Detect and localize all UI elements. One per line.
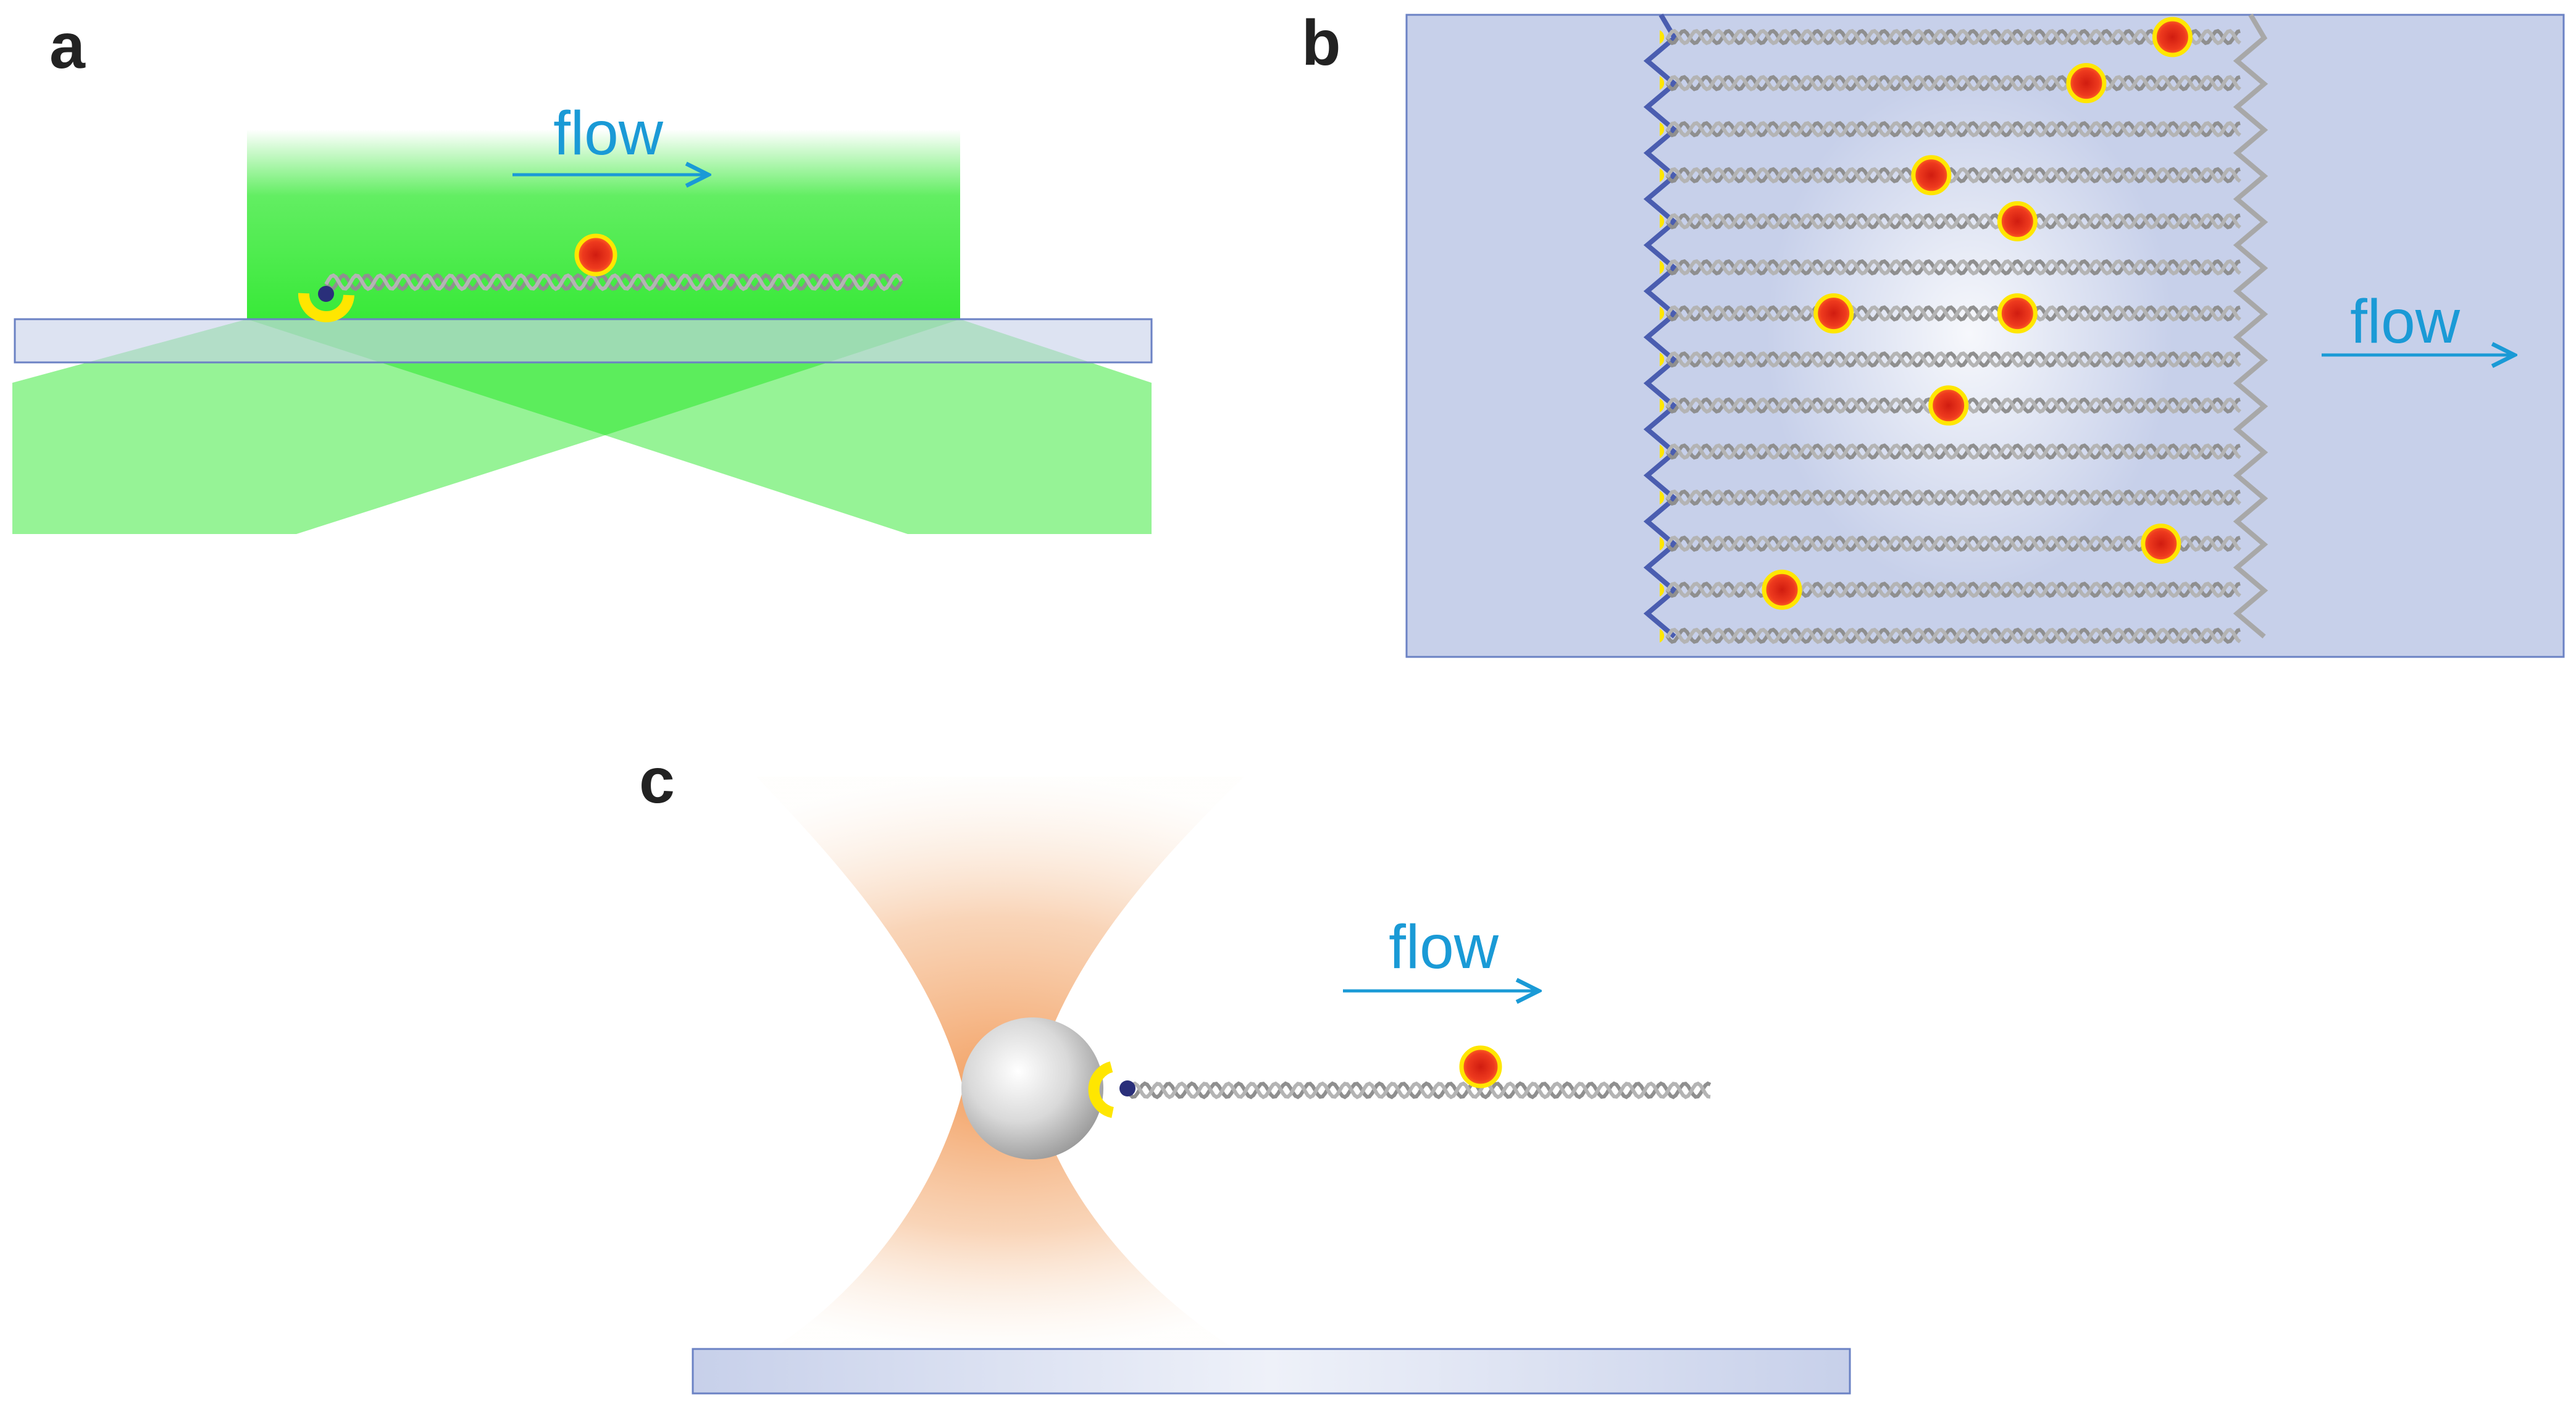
panel-c-letter: c <box>639 745 675 817</box>
curtain-dna-backbone-2 <box>1665 443 2241 460</box>
dna-c-backbone-1 <box>1126 1081 1712 1100</box>
diffusion-barrier-left <box>1643 13 1679 639</box>
slide-surface-c <box>692 1348 1851 1395</box>
flow-label-a: flow <box>553 99 664 168</box>
curtain-anchor <box>1660 122 1665 136</box>
anchor-yellow-a <box>298 293 354 323</box>
panel-a-letter: a <box>49 10 86 82</box>
curtain-dna-backbone-2 <box>1665 28 2241 46</box>
surface-glow-b <box>1766 74 2173 593</box>
curtain-protein <box>2066 63 2107 104</box>
trapped-bead <box>961 1017 1103 1159</box>
curtain-anchor <box>1660 491 1665 504</box>
dna-strand-c <box>1126 1081 1712 1100</box>
curtain-strand <box>1660 201 2241 241</box>
protein-c <box>1459 1045 1502 1088</box>
curtain-dna-backbone-2 <box>1665 351 2241 368</box>
curtain-anchor <box>1660 30 1665 44</box>
optical-trap-upper <box>756 777 1244 1088</box>
curtain-protein <box>1997 293 2038 334</box>
curtain-protein <box>1997 201 2038 241</box>
curtain-strand <box>1660 351 2241 368</box>
curtain-strand <box>1660 259 2241 276</box>
anchor-yellow-c <box>1088 1061 1114 1118</box>
curtain-strand <box>1660 524 2241 564</box>
curtain-anchor <box>1660 76 1665 90</box>
curtain-anchor <box>1660 536 1665 551</box>
flow-label-b: flow <box>2350 287 2461 356</box>
curtain-strand <box>1660 293 2241 334</box>
curtain-dna-backbone-2 <box>1665 75 2241 91</box>
curtain-anchor <box>1660 168 1665 182</box>
curtain-dna-backbone-2 <box>1665 627 2241 645</box>
pentagon-barrier-right <box>2233 13 2269 639</box>
optical-trap-lower <box>772 1088 1235 1349</box>
dna-a-backbone-1 <box>324 273 903 291</box>
curtain-protein <box>2141 524 2181 564</box>
curtain-strand <box>1660 489 2241 506</box>
curtain-protein <box>1928 385 1969 426</box>
panel-b: b flow <box>1302 7 2565 658</box>
curtain-protein <box>1762 569 1802 610</box>
dna-curtain <box>1660 17 2241 645</box>
curtain-strand <box>1660 385 2241 426</box>
curtain-anchor <box>1660 353 1665 367</box>
curtain-anchor <box>1660 214 1665 228</box>
curtain-strand <box>1660 17 2241 57</box>
curtain-strand <box>1660 121 2241 138</box>
curtain-dna-backbone-2 <box>1665 305 2241 322</box>
curtain-strand <box>1660 155 2241 196</box>
curtain-anchor <box>1660 398 1665 412</box>
curtain-strand <box>1660 569 2241 610</box>
curtain-dna-backbone-2 <box>1665 582 2241 598</box>
curtain-protein <box>1911 155 1952 196</box>
curtain-dna-backbone-2 <box>1665 489 2241 506</box>
anchor-dot-c <box>1119 1080 1135 1096</box>
laser-beam-top <box>247 130 960 319</box>
flow-label-c: flow <box>1389 912 1499 982</box>
curtain-dna-backbone-2 <box>1665 213 2241 230</box>
curtain-protein <box>1813 293 1854 334</box>
anchor-dot-a <box>318 286 334 302</box>
slide-surface-a <box>14 318 1153 364</box>
dna-c-backbone-2 <box>1126 1081 1711 1100</box>
curtain-dna-backbone-2 <box>1665 259 2241 276</box>
curtain-dna-backbone-2 <box>1665 167 2241 184</box>
panel-a: a flow <box>12 10 1153 534</box>
curtain-anchor <box>1660 306 1665 320</box>
dna-a-backbone-2 <box>324 273 903 291</box>
curtain-protein <box>2152 17 2193 57</box>
dna-strand-a <box>324 273 903 291</box>
curtain-strand <box>1660 443 2241 460</box>
curtain-anchor <box>1660 445 1665 459</box>
curtain-dna-backbone-2 <box>1665 121 2241 138</box>
curtain-strand <box>1660 627 2241 645</box>
curtain-anchor <box>1660 583 1665 597</box>
panel-c: c flow <box>639 745 1851 1395</box>
curtain-strand <box>1660 63 2241 104</box>
curtain-anchor <box>1660 261 1665 274</box>
panel-b-letter: b <box>1302 7 1341 79</box>
curtain-anchor <box>1660 628 1665 643</box>
protein-a <box>574 233 617 277</box>
